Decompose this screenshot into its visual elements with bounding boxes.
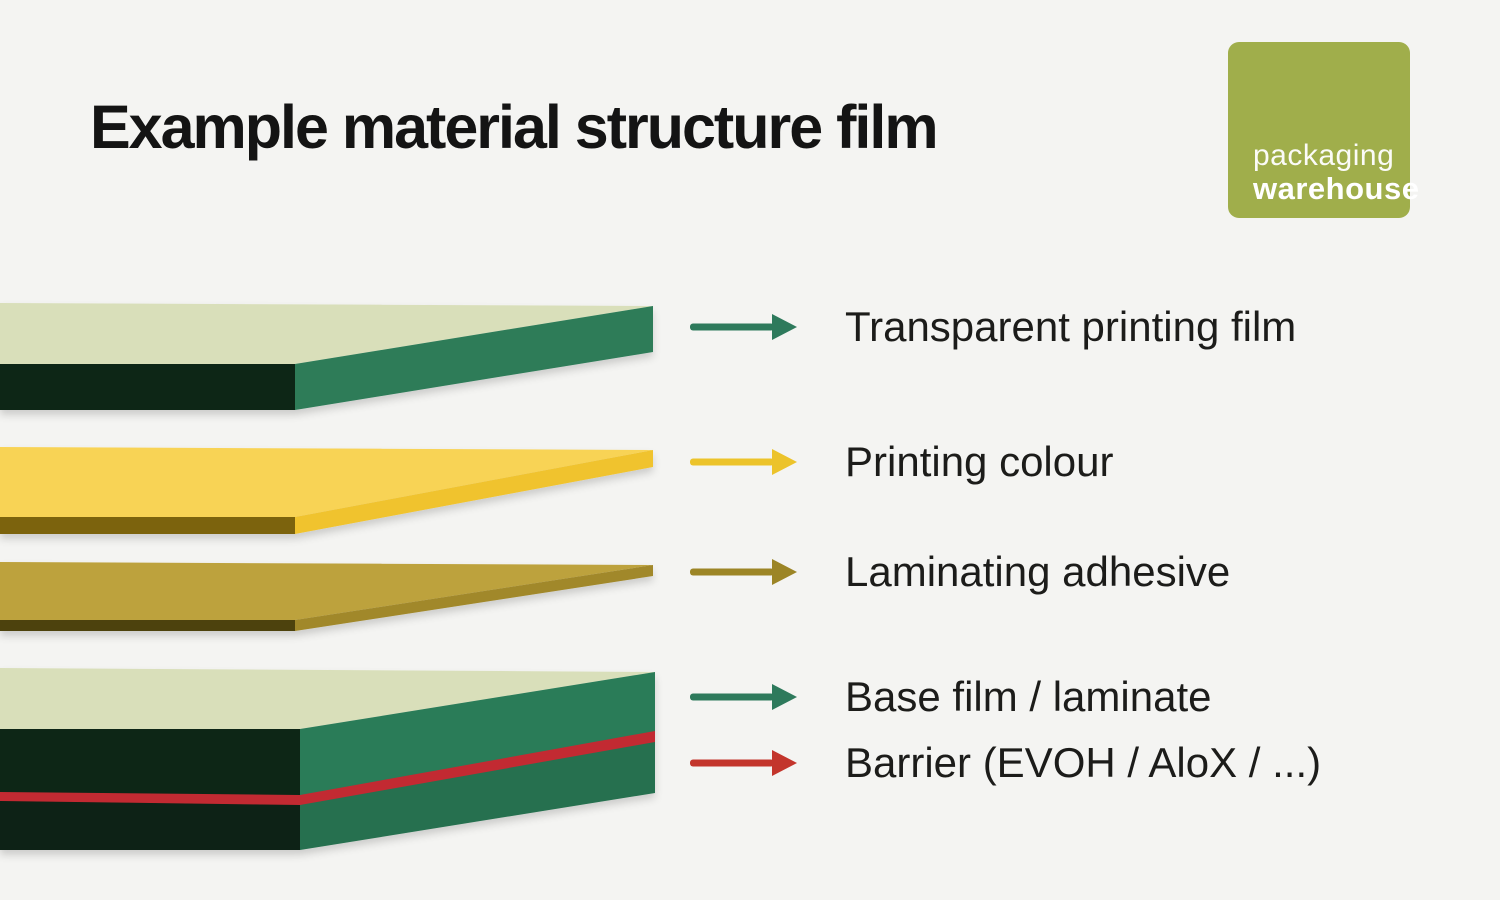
brand-logo: packaging warehouse <box>1228 42 1420 218</box>
barrier-stripe-front <box>0 792 300 805</box>
layer-label-barrier: Barrier (EVOH / AloX / ...) <box>845 739 1322 786</box>
brand-logo-line1: packaging <box>1253 139 1395 172</box>
layer-slab-transparent-printing-film <box>0 303 653 410</box>
layer2-side-face <box>295 450 653 534</box>
layer-label-laminating-adhesive: Laminating adhesive <box>845 548 1231 595</box>
layer-label-base-film: Base film / laminate <box>845 673 1212 720</box>
layer3-top-face <box>0 562 653 620</box>
layer3-front-face <box>0 620 295 631</box>
layer3-side-face <box>295 565 653 631</box>
arrow-icon-barrier <box>690 750 797 776</box>
layer1-front-face <box>0 364 295 410</box>
arrow-icon-printing-colour <box>690 449 797 475</box>
layer-slab-base-film <box>0 668 655 850</box>
layer-slab-printing-colour <box>0 447 653 534</box>
arrow-icon-laminating-adhesive <box>690 559 797 585</box>
layer4-side-face-lower <box>300 737 655 850</box>
layer-label-printing-colour: Printing colour <box>845 438 1114 485</box>
layer2-front-face <box>0 517 295 534</box>
brand-logo-line2: warehouse <box>1253 171 1420 206</box>
layer4-front-face-upper <box>0 729 300 800</box>
layer-label-transparent-printing-film: Transparent printing film <box>845 303 1297 350</box>
arrow-icon-transparent-printing-film <box>690 314 797 340</box>
barrier-stripe-side <box>300 731 655 805</box>
layer1-top-face <box>0 303 653 364</box>
layer4-side-face-upper <box>300 672 655 800</box>
layer2-top-face <box>0 447 653 517</box>
layer4-top-face <box>0 668 655 729</box>
layer4-front-face-lower <box>0 796 300 850</box>
page-title: Example material structure film <box>90 93 939 161</box>
layer1-side-face <box>295 306 653 410</box>
layer-slab-laminating-adhesive <box>0 562 653 631</box>
arrow-icon-base-film <box>690 684 797 710</box>
